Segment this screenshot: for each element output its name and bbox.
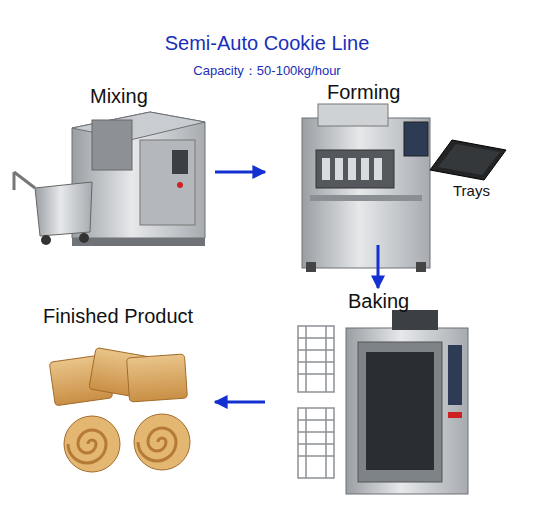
cookie-products: [49, 347, 190, 472]
rotary-oven: [346, 310, 468, 494]
process-stage: Baking: [265, 288, 475, 500]
mixer-machine: [72, 112, 205, 246]
trolley-rack: [298, 326, 334, 392]
process-stage: Mixing: [8, 84, 215, 254]
flow-arrow: [377, 245, 380, 288]
capacity-note: Capacity：50-100kg/hour: [0, 62, 534, 80]
stage-heading: Forming: [327, 81, 400, 104]
stage-heading: Mixing: [90, 85, 148, 108]
process-stage: Finished Product: [38, 300, 215, 480]
diagram-title: Semi-Auto Cookie Line: [0, 32, 534, 55]
forming-machine: [302, 104, 430, 272]
part-label: Trays: [453, 182, 490, 199]
stage-heading: Finished Product: [43, 305, 193, 328]
stage-heading: Baking: [348, 290, 409, 313]
process-stage: Forming: [265, 80, 456, 245]
flow-arrow: [215, 401, 265, 404]
baking-tray: [430, 140, 506, 180]
dough-trolley: [14, 172, 92, 245]
trolley-rack: [298, 408, 334, 478]
flow-arrow: [215, 171, 265, 174]
